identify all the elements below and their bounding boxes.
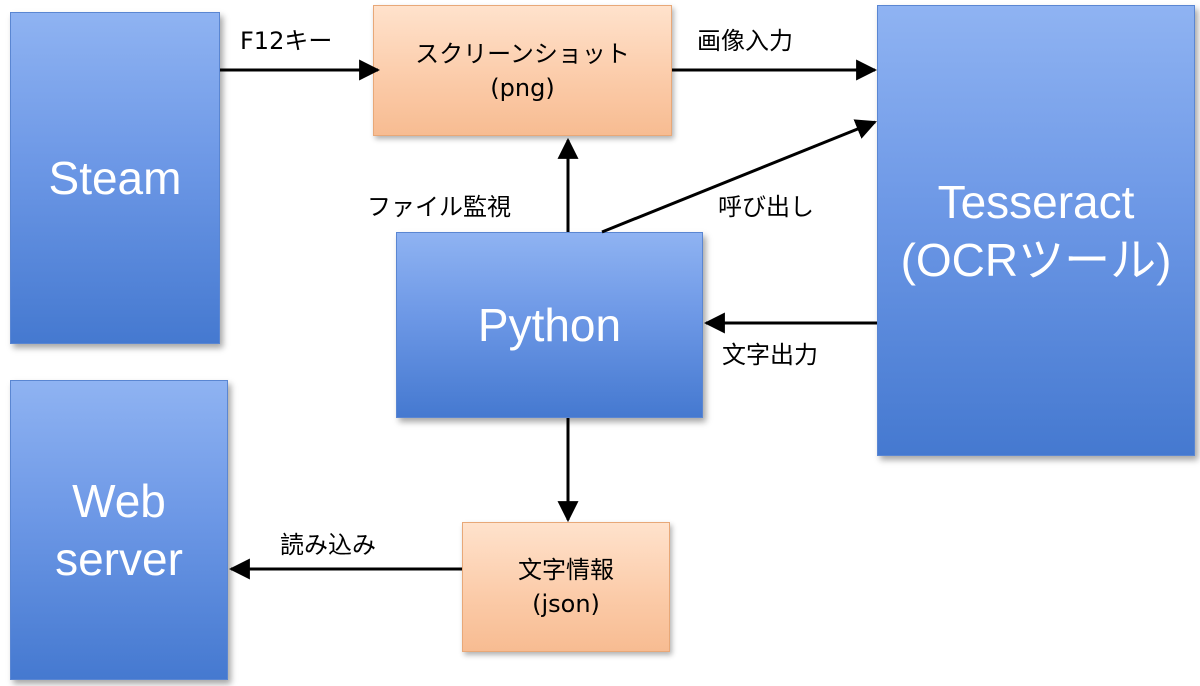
text-info-label-line2: (json) xyxy=(532,590,600,618)
edge-label-invoke: 呼び出し xyxy=(718,193,814,221)
text-info-label-line1: 文字情報 xyxy=(518,556,614,584)
tesseract-label-line2: (OCRツール) xyxy=(900,233,1172,286)
arrow-python-to-tesseract xyxy=(601,119,877,234)
edge-label-image-input: 画像入力 xyxy=(697,27,793,55)
python-label: Python xyxy=(477,299,622,351)
tesseract-label-line1: Tesseract xyxy=(937,175,1135,228)
steam-label: Steam xyxy=(48,152,182,204)
screenshot-label-line2: (png) xyxy=(490,73,555,102)
steam-box: Steam xyxy=(10,12,220,344)
text-info-box: 文字情報 (json) xyxy=(462,522,670,652)
screenshot-box: スクリーンショット (png) xyxy=(373,5,672,136)
web-server-label-line1: Web xyxy=(72,475,166,527)
web-server-box: Web server xyxy=(10,380,228,680)
edge-label-read-in: 読み込み xyxy=(280,531,376,559)
edge-label-text-output: 文字出力 xyxy=(722,341,818,369)
edge-label-f12-key: F12キー xyxy=(240,27,333,55)
screenshot-label-line1: スクリーンショット xyxy=(415,39,630,68)
edge-label-file-watch: ファイル監視 xyxy=(367,193,511,221)
tesseract-box: Tesseract (OCRツール) xyxy=(877,5,1195,456)
python-box: Python xyxy=(396,232,703,418)
web-server-label-line2: server xyxy=(55,533,183,585)
